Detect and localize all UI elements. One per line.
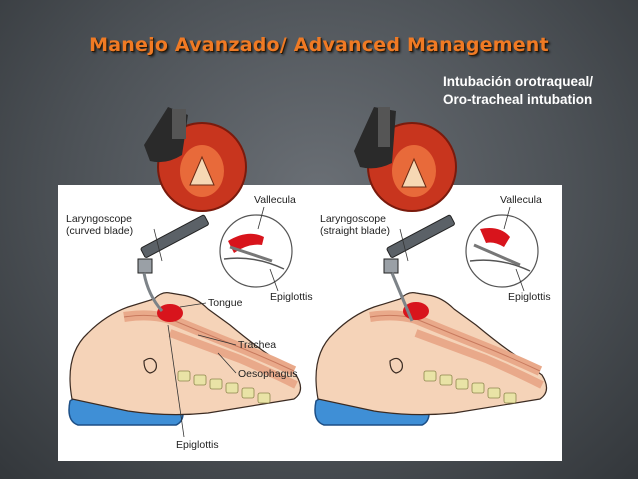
right-label-vallecula: Vallecula bbox=[500, 194, 542, 206]
right-ear bbox=[389, 357, 403, 374]
right-endoscopic-view bbox=[352, 105, 462, 215]
right-label-laryngoscope: Laryngoscope (straight blade) bbox=[320, 213, 391, 237]
right-laryngoscope bbox=[383, 214, 455, 322]
left-label-oesophagus: Oesophagus bbox=[238, 368, 298, 380]
right-diagram bbox=[314, 206, 548, 426]
left-oesophagus-channel bbox=[168, 329, 298, 389]
left-head bbox=[69, 292, 302, 416]
slide-title: Manejo Avanzado/ Advanced Management bbox=[89, 34, 549, 56]
left-spine bbox=[177, 370, 271, 404]
subtitle-line-2: Oro-tracheal intubation bbox=[443, 92, 593, 107]
left-endoscopic-view bbox=[142, 105, 252, 215]
right-spine bbox=[423, 370, 517, 404]
diagram-panel: Laryngoscope (curved blade) Vallecula Ep… bbox=[58, 185, 562, 461]
right-oesophagus-channel bbox=[414, 329, 544, 389]
right-head bbox=[315, 292, 548, 416]
left-label-laryngoscope: Laryngoscope (curved blade) bbox=[66, 213, 134, 237]
left-laryngoscope bbox=[137, 214, 209, 312]
right-inset bbox=[465, 214, 539, 288]
left-inset bbox=[219, 214, 293, 288]
right-label-epiglottis-inset: Epiglottis bbox=[508, 291, 551, 303]
subtitle-line-1: Intubación orotraqueal/ bbox=[443, 74, 594, 89]
left-ear bbox=[143, 357, 157, 374]
slide-subtitle: Intubación orotraqueal/ Oro-tracheal int… bbox=[443, 73, 633, 109]
left-label-epiglottis-inset: Epiglottis bbox=[270, 291, 313, 303]
left-label-vallecula: Vallecula bbox=[254, 194, 296, 206]
left-label-trachea: Trachea bbox=[238, 339, 277, 351]
intubation-diagrams bbox=[68, 206, 548, 438]
left-tongue bbox=[157, 304, 183, 322]
left-diagram bbox=[68, 206, 302, 438]
left-label-tongue: Tongue bbox=[208, 297, 243, 309]
left-label-epiglottis-bottom: Epiglottis bbox=[176, 439, 219, 451]
